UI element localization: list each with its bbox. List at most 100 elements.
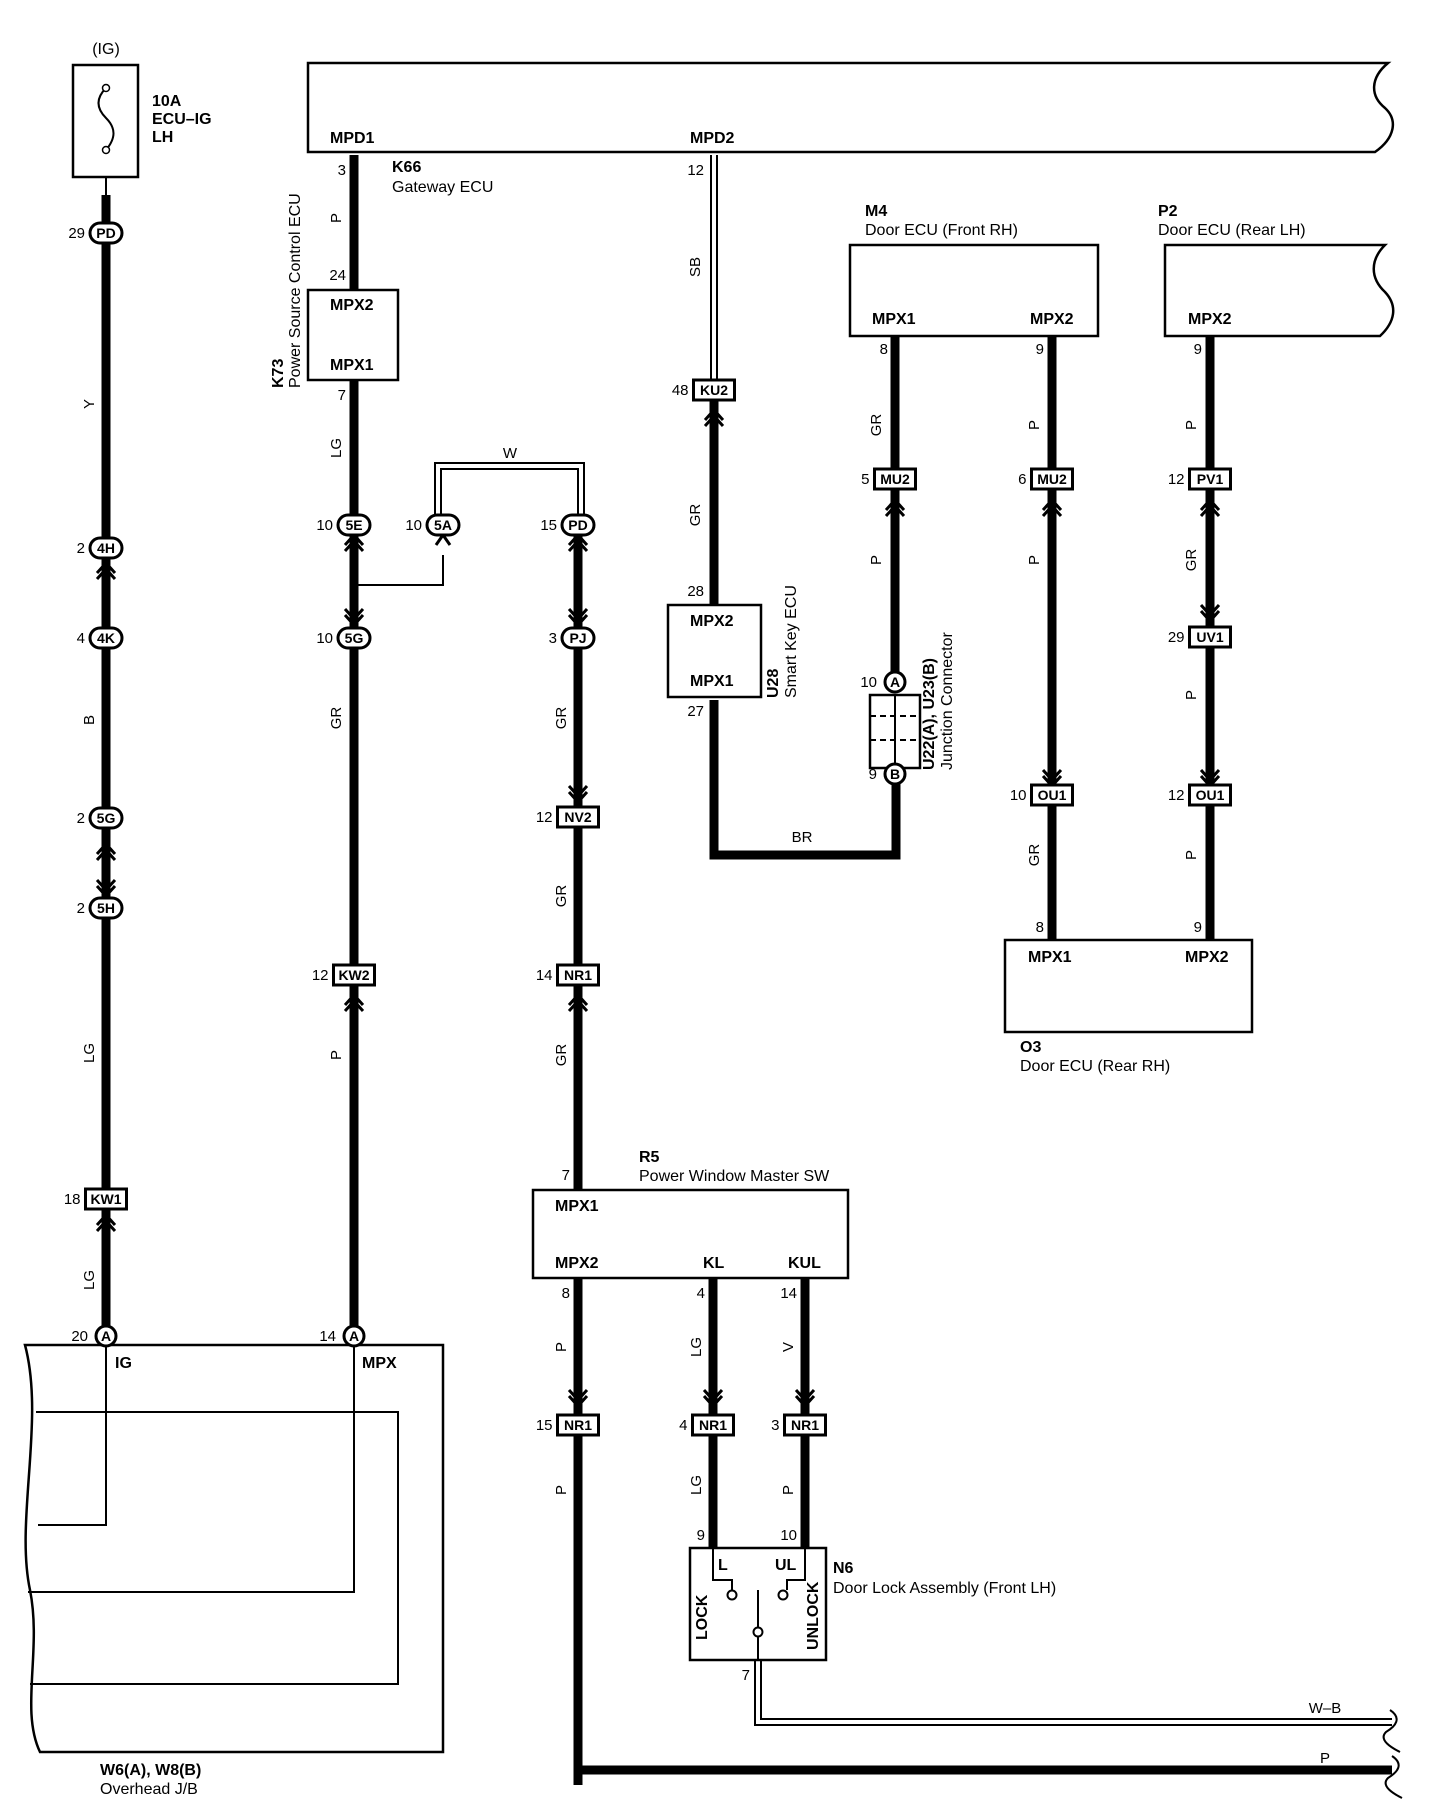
pin-number: 24 <box>329 267 346 284</box>
wire-color-label: GR <box>553 1044 570 1067</box>
overhead-jb-box: IG MPX W6(A), W8(B) Overhead J/B <box>23 1328 445 1798</box>
door-ecu-rear-rh-box: MPX1 MPX2 O3 Door ECU (Rear RH) <box>1003 938 1254 1075</box>
o3-pin-mpx1: MPX1 <box>1028 949 1072 966</box>
connector-code: PD <box>568 517 587 533</box>
pin-number: 14 <box>319 1328 336 1345</box>
connector-4h: 4H2 <box>77 536 124 560</box>
wire-color-label: SB <box>687 257 704 277</box>
o3-name: Door ECU (Rear RH) <box>1020 1058 1170 1075</box>
r5-pin-kul: KUL <box>788 1255 821 1272</box>
junction-connector: U22(A), U23(B) Junction Connector <box>868 631 956 770</box>
connector-4k: 4K4 <box>77 626 124 650</box>
p2-pin-mpx2: MPX2 <box>1188 311 1232 328</box>
pin-number: 8 <box>1036 919 1044 936</box>
wire-color-label: P <box>328 1050 345 1060</box>
fuse-rating: 10A <box>152 93 182 110</box>
pin-number: 8 <box>562 1285 570 1302</box>
connector-pin: 29 <box>1168 629 1185 646</box>
wire-color-label: LG <box>81 1043 98 1063</box>
gateway-ecu-box: MPD1 MPD2 K66 Gateway ECU <box>306 61 1395 196</box>
pin-number: 20 <box>71 1328 88 1345</box>
connector-code: 5G <box>345 630 364 646</box>
connector-pin: 12 <box>536 809 553 826</box>
wire-color-label: LG <box>328 438 345 458</box>
connector-code: NR1 <box>791 1417 819 1433</box>
connector-code: UV1 <box>1196 629 1223 645</box>
connector-pin: 10 <box>1010 787 1027 804</box>
connector-code: OU1 <box>1038 787 1067 803</box>
m4-pin-mpx1: MPX1 <box>872 311 916 328</box>
connector-uv1: UV1 29 <box>1168 625 1232 649</box>
u28-name: Smart Key ECU <box>783 585 800 698</box>
connector-pin: 48 <box>672 382 689 399</box>
wire-color-label: LG <box>688 1475 705 1495</box>
gateway-id: K66 <box>392 159 421 176</box>
connector-5h: 5H2 <box>77 896 124 920</box>
wire-color-label: GR <box>687 504 704 527</box>
connector-pin: 12 <box>1168 471 1185 488</box>
wire-color-label: Y <box>81 399 98 409</box>
r5-pin-mpx2: MPX2 <box>555 1255 599 1272</box>
m4-pin-mpx2: MPX2 <box>1030 311 1074 328</box>
fuse-power-source: (IG) <box>92 41 120 58</box>
pin-number: 9 <box>1194 919 1202 936</box>
smart-key-ecu-box: MPX2 MPX1 U28 Smart Key ECU <box>666 585 800 699</box>
jb-id: W6(A), W8(B) <box>100 1762 201 1779</box>
connector-pin: 10 <box>316 630 333 647</box>
jb-pin-mpx: MPX <box>362 1355 397 1372</box>
wire-color-label: GR <box>868 414 885 437</box>
pin-number: 7 <box>562 1167 570 1184</box>
m4-id: M4 <box>865 203 887 220</box>
wire-color-label: P <box>553 1485 570 1495</box>
fuse-name-line1: ECU–IG <box>152 111 212 128</box>
wire-color-label: V <box>780 1342 797 1352</box>
connector-5g: 5G2 <box>77 806 124 830</box>
wire-color-label: LG <box>81 1270 98 1290</box>
connector-pin: 4 <box>77 630 85 647</box>
r5-pin-mpx1: MPX1 <box>555 1198 599 1215</box>
o3-id: O3 <box>1020 1039 1041 1056</box>
r5-name: Power Window Master SW <box>639 1168 830 1185</box>
wire-color-label: P <box>780 1485 797 1495</box>
wire-color-label: GR <box>1026 844 1043 867</box>
connector-pin: 12 <box>312 967 329 984</box>
connector-pin: 10 <box>405 517 422 534</box>
gateway-pin-mpd2: MPD2 <box>690 130 735 147</box>
wire-color-label: P <box>553 1342 570 1352</box>
power-source-ecu-box: MPX2 MPX1 K73 Power Source Control ECU <box>270 193 400 388</box>
sb-double-wire <box>710 155 718 380</box>
wire-color-label: GR <box>553 707 570 730</box>
bus-break-marks <box>1382 1709 1403 1799</box>
wire-color-label: P <box>1183 420 1200 430</box>
pin-number: 27 <box>687 703 704 720</box>
wire-colors-layer: YBLGLGPLGGRPWGRGRGRSBGRBRGRPPPGRPGRPPPPL… <box>81 213 1341 1767</box>
pin-number: 9 <box>697 1527 705 1544</box>
u28-pin-mpx2: MPX2 <box>690 613 734 630</box>
n6-id: N6 <box>833 1560 854 1577</box>
wire-color-label: GR <box>553 885 570 908</box>
connector-code: 5E <box>345 517 362 533</box>
jb-pin-ig: IG <box>115 1355 132 1372</box>
wire-color-label: P <box>1026 420 1043 430</box>
splice <box>350 555 444 589</box>
connector-code: PJ <box>569 630 586 646</box>
pin-number: 8 <box>880 341 888 358</box>
k73-name: Power Source Control ECU <box>287 193 304 388</box>
n6-name: Door Lock Assembly (Front LH) <box>833 1580 1056 1597</box>
connector-pin: 12 <box>1168 787 1185 804</box>
connector-pin: 3 <box>549 630 557 647</box>
wire-color-label: W <box>503 445 518 462</box>
connector-pin: 14 <box>536 967 553 984</box>
terminal-letter: A <box>349 1328 359 1344</box>
